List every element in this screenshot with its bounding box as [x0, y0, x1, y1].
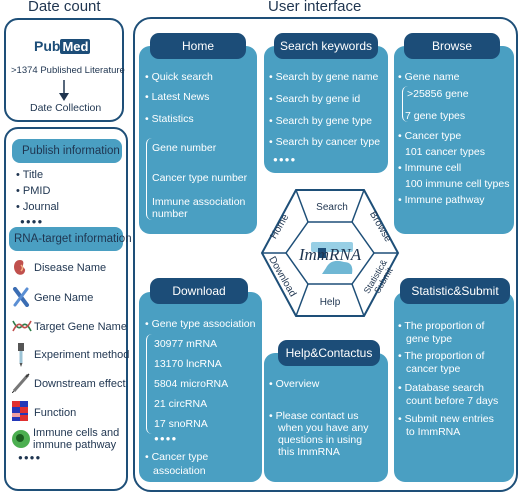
chromosome-icon: [13, 287, 29, 307]
search-by-gene-type: Search by gene type: [269, 115, 372, 127]
browse-gene-types: 7 gene types: [405, 110, 466, 122]
search-by-cancer-type: Search by cancer type: [269, 136, 380, 148]
stat-gene-type-line1: The proportion of: [398, 320, 484, 332]
stat-gene-type-line2: gene type: [406, 333, 453, 345]
home-immune-association-number: number: [152, 208, 188, 220]
hex-label-help: Help: [320, 297, 341, 308]
publish-more: ●●●●: [20, 217, 44, 226]
download-more: ●●●●: [154, 434, 178, 443]
download-lncrna: 13170 lncRNA: [154, 358, 222, 370]
function-label: Function: [34, 407, 77, 419]
search-by-gene-id: Search by gene id: [269, 93, 361, 105]
browse-immune-cell-types: 100 immune cell types: [405, 178, 510, 190]
down-arrow-icon: [59, 80, 69, 101]
pubmed-literature-count: >1374 Published Literature: [11, 65, 125, 76]
browse-gene-brace: [402, 86, 408, 122]
rna-target-information-pill: RNA-target information: [9, 227, 132, 251]
home-item-quick-search: Quick search: [145, 71, 213, 83]
publish-item-title: Title: [16, 169, 43, 181]
stat-submit-line2: to ImmRNA: [406, 426, 461, 438]
date-collection-label: Date Collection: [30, 102, 102, 114]
search-keywords-title[interactable]: Search keywords: [274, 33, 378, 59]
download-title[interactable]: Download: [150, 278, 248, 304]
search-card: [264, 46, 388, 173]
home-item-statistics: Statistics: [145, 113, 194, 125]
disease-name-label: Disease Name: [34, 262, 107, 274]
pipette-icon: [18, 343, 24, 367]
stat-cancer-type-line2: cancer type: [406, 363, 461, 375]
home-title[interactable]: Home: [150, 33, 246, 59]
stat-search-count-line2: count before 7 days: [406, 395, 499, 407]
help-overview: Overview: [269, 378, 320, 390]
browse-gene-count: >25856 gene: [407, 88, 469, 100]
help-contactus-title[interactable]: Help&Contactus: [278, 340, 380, 366]
downstream-effect-label: Downstream effect: [34, 378, 126, 390]
navigation-hexagon: ImmRNA Search Browse Statistic& Submit H…: [260, 189, 400, 317]
browse-cancer-type: Cancer type: [398, 130, 462, 142]
browse-immune-pathway: Immune pathway: [398, 194, 485, 206]
browse-cancer-types-count: 101 cancer types: [405, 146, 485, 158]
publish-information-pill: Publish information: [12, 139, 122, 163]
help-contact-line4: this ImmRNA: [278, 446, 340, 458]
help-contact-line1: Please contact us: [269, 410, 359, 422]
kidney-icon: [14, 260, 26, 275]
help-contact-line2: when you have any: [278, 422, 369, 434]
stat-cancer-type-line1: The proportion of: [398, 350, 484, 362]
immune-cells-label: Immune cells and immune pathway: [33, 427, 120, 451]
download-gene-type-association: Gene type association: [145, 318, 256, 330]
download-brace: [146, 334, 153, 434]
immrna-logo-text: ImmRNA: [298, 245, 362, 264]
hex-label-search: Search: [316, 202, 348, 213]
download-cancer-type-association: association: [153, 465, 206, 477]
browse-title[interactable]: Browse: [404, 33, 500, 59]
user-interface-header: User interface: [268, 0, 362, 15]
download-cancer-type: Cancer type: [145, 451, 209, 463]
home-brace: [146, 138, 153, 220]
stat-submit-line1: Submit new entries: [398, 413, 494, 425]
download-snorna: 17 snoRNA: [154, 418, 208, 430]
stat-search-count-line1: Database search: [398, 382, 484, 394]
syringe-icon: [12, 373, 30, 393]
home-cancer-type-number: Cancer type number: [152, 172, 248, 184]
heatmap-icon: [12, 401, 28, 421]
information-frame: Publish information Title PMID Journal ●…: [4, 127, 132, 491]
experiment-method-label: Experiment method: [34, 349, 130, 361]
date-count-header: Date count: [28, 0, 101, 15]
search-more: ●●●●: [273, 155, 297, 164]
help-contact-line3: questions in using: [278, 434, 363, 446]
target-gene-name-label: Target Gene Name: [34, 321, 127, 333]
gene-name-label: Gene Name: [34, 292, 94, 304]
search-by-gene-name: Search by gene name: [269, 71, 379, 83]
statistic-submit-title[interactable]: Statistic&Submit: [400, 278, 510, 304]
publish-item-pmid: PMID: [16, 185, 51, 197]
browse-immune-cell: Immune cell: [398, 162, 462, 174]
dna-icon: [12, 320, 32, 332]
publish-item-journal: Journal: [16, 201, 59, 213]
home-item-latest-news: Latest News: [145, 91, 210, 103]
home-immune-association: Immune association: [152, 196, 246, 208]
home-gene-number: Gene number: [152, 142, 217, 154]
cell-icon: [12, 430, 30, 448]
browse-gene-name: Gene name: [398, 71, 460, 83]
rna-more: ●●●●: [18, 453, 42, 462]
download-microrna: 5804 microRNA: [154, 378, 229, 390]
download-mrna: 30977 mRNA: [154, 338, 218, 350]
download-circrna: 21 circRNA: [154, 398, 208, 410]
